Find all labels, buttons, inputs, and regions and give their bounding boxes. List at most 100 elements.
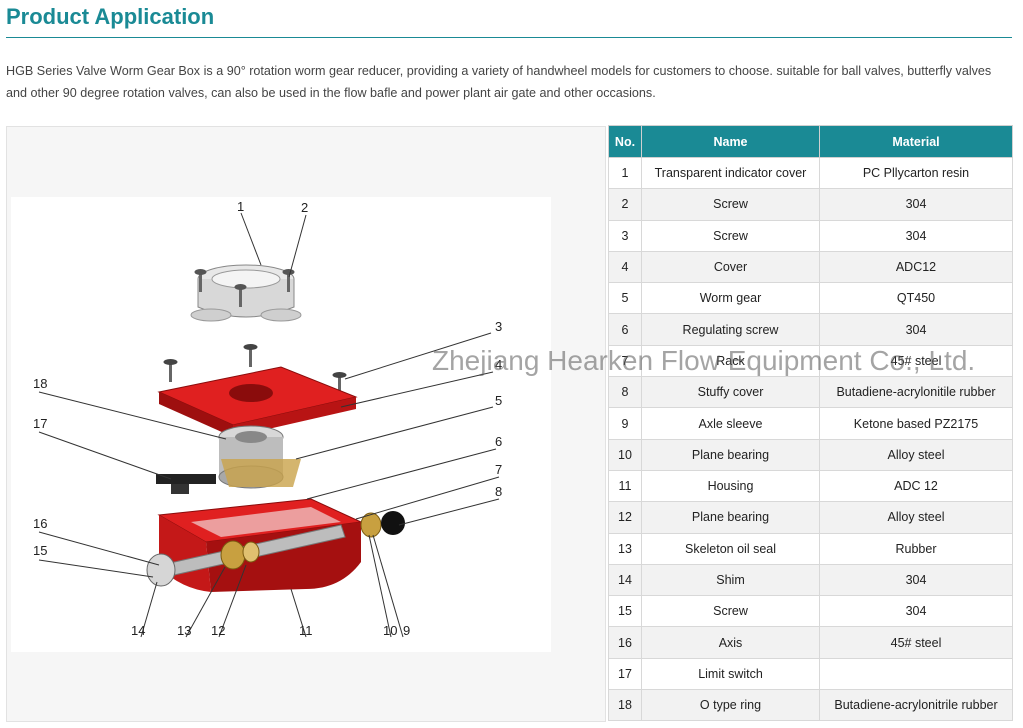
top-screws (194, 269, 295, 307)
cell-material: 304 (819, 563, 1013, 597)
worm-gear-part (218, 425, 301, 489)
cell-name: Regulating screw (641, 313, 820, 346)
cell-material: 304 (819, 188, 1013, 221)
cell-material: 45# steel (819, 344, 1013, 378)
header-name: Name (641, 125, 820, 158)
cell-material: 304 (819, 313, 1013, 346)
limit-switch-part (156, 474, 216, 494)
callout-5: 5 (495, 393, 502, 408)
callout-17: 17 (33, 416, 47, 431)
cell-name: Plane bearing (641, 501, 820, 534)
callout-4: 4 (495, 357, 502, 372)
cell-no: 11 (608, 469, 642, 503)
cell-material: Alloy steel (819, 438, 1013, 471)
cell-material: 304 (819, 219, 1013, 252)
axis-part (146, 511, 405, 587)
callout-lines (38, 212, 500, 638)
cell-no: 17 (608, 657, 642, 691)
exploded-view-panel: 1 2 3 4 5 6 7 8 9 10 11 12 13 14 15 16 1… (6, 126, 606, 722)
callout-12: 12 (211, 623, 225, 638)
product-description: HGB Series Valve Worm Gear Box is a 90° … (6, 64, 992, 100)
exploded-diagram: 1 2 3 4 5 6 7 8 9 10 11 12 13 14 15 16 1… (33, 199, 502, 638)
cell-name: O type ring (641, 689, 820, 722)
cell-name: Screw (641, 595, 820, 628)
section-title: Product Application (6, 4, 215, 29)
callout-16: 16 (33, 516, 47, 531)
cell-name: Axle sleeve (641, 407, 820, 440)
cell-no: 4 (608, 250, 642, 284)
cell-material: Alloy steel (819, 501, 1013, 534)
cell-name: Worm gear (641, 282, 820, 315)
cell-name: Skeleton oil seal (641, 532, 820, 565)
callout-numbers: 1 2 3 4 5 6 7 8 9 10 11 12 13 14 15 16 1… (33, 199, 502, 638)
cell-name: Plane bearing (641, 438, 820, 471)
cell-no: 2 (608, 188, 642, 221)
cell-material: Butadiene-acrylonitile rubber (819, 376, 1013, 409)
title-divider (6, 37, 1012, 38)
callout-10: 10 (383, 623, 397, 638)
cell-name: Axis (641, 626, 820, 659)
callout-13: 13 (177, 623, 191, 638)
callout-9: 9 (403, 623, 410, 638)
cell-no: 3 (608, 219, 642, 252)
cell-no: 1 (608, 156, 642, 190)
cell-material: 304 (819, 595, 1013, 628)
cell-name: Screw (641, 219, 820, 252)
cell-name: Limit switch (641, 657, 820, 691)
callout-11: 11 (299, 623, 313, 638)
callout-15: 15 (33, 543, 47, 558)
callout-2: 2 (301, 200, 308, 215)
cell-no: 8 (608, 376, 642, 409)
cell-name: Transparent indicator cover (641, 156, 820, 190)
cell-no: 7 (608, 344, 642, 378)
cell-no: 14 (608, 563, 642, 597)
cell-material: QT450 (819, 282, 1013, 315)
exploded-view-image: 1 2 3 4 5 6 7 8 9 10 11 12 13 14 15 16 1… (11, 197, 551, 652)
cell-no: 13 (608, 532, 642, 565)
cell-material: ADC 12 (819, 469, 1013, 503)
callout-1: 1 (237, 199, 244, 214)
callout-7: 7 (495, 462, 502, 477)
cell-name: Screw (641, 188, 820, 221)
callout-8: 8 (495, 484, 502, 499)
cell-material: ADC12 (819, 250, 1013, 284)
cell-no: 16 (608, 626, 642, 659)
cell-material: 45# steel (819, 626, 1013, 659)
cell-no: 6 (608, 313, 642, 346)
callout-14: 14 (131, 623, 145, 638)
cell-name: Shim (641, 563, 820, 597)
cell-no: 15 (608, 595, 642, 628)
callout-18: 18 (33, 376, 47, 391)
cell-material (819, 657, 1013, 691)
table-header-row: No. Name Material (608, 125, 1013, 158)
cell-name: Stuffy cover (641, 376, 820, 409)
cell-no: 5 (608, 282, 642, 315)
cell-no: 18 (608, 689, 642, 722)
header-no: No. (608, 125, 642, 158)
cell-material: Rubber (819, 532, 1013, 565)
cell-name: Cover (641, 250, 820, 284)
cell-no: 12 (608, 501, 642, 534)
cell-name: Rack (641, 344, 820, 378)
cell-material: Butadiene-acrylonitrile rubber (819, 689, 1013, 722)
cell-no: 10 (608, 438, 642, 471)
cell-material: PC Pllycarton resin (819, 156, 1013, 190)
